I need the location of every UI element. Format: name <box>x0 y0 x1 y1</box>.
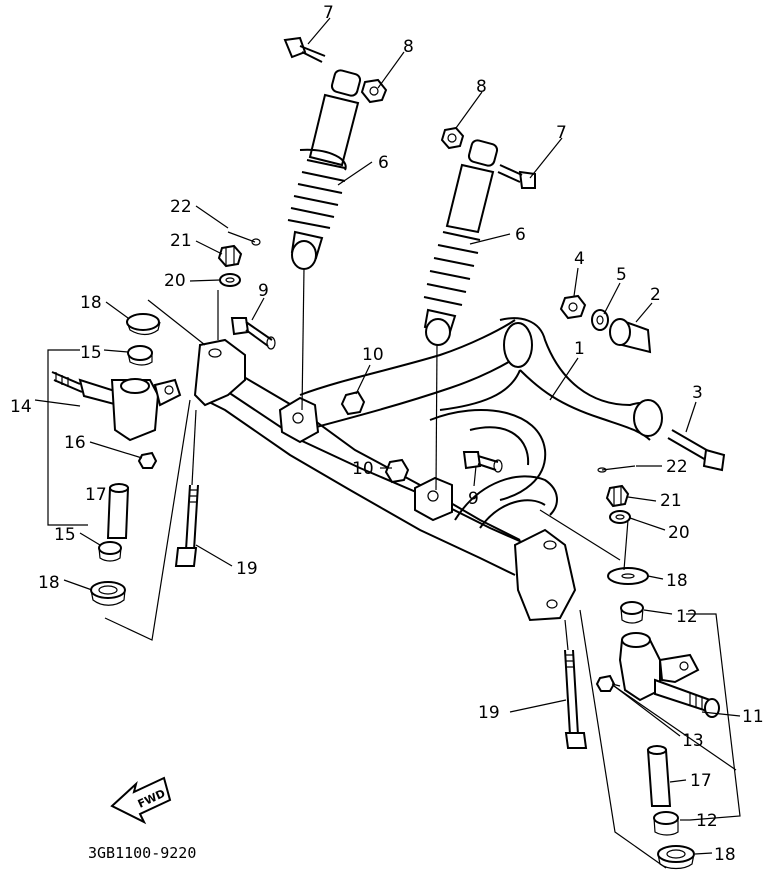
callout-12-upper: 12 <box>676 607 698 627</box>
callout-19-left: 19 <box>236 559 258 579</box>
callout-10-upper: 10 <box>362 345 384 365</box>
shock-absorber-left <box>287 69 362 270</box>
callout-22-left: 22 <box>170 197 192 217</box>
callout-13: 13 <box>682 731 704 751</box>
rubber-cap-18-upper-right <box>607 567 649 585</box>
collar-17-right <box>646 745 672 807</box>
callout-9-left: 9 <box>258 281 269 301</box>
bushing-15-upper-left <box>127 345 153 366</box>
callout-8-left: 8 <box>403 37 414 57</box>
callout-22-right: 22 <box>666 457 688 477</box>
callout-10-lower: 10 <box>352 459 374 479</box>
nut-8-left <box>360 78 388 104</box>
washer-20-left <box>219 273 241 287</box>
callout-21-right: 21 <box>660 491 682 511</box>
callout-11: 11 <box>742 707 764 727</box>
callout-7-left: 7 <box>323 3 334 23</box>
callout-8-right: 8 <box>476 77 487 97</box>
leader-lines <box>34 17 741 855</box>
nut-10-upper <box>340 390 366 416</box>
rubber-cap-18-upper-left <box>126 313 161 336</box>
rubber-cap-18-lower-left <box>90 581 126 606</box>
callout-16: 16 <box>64 433 86 453</box>
bolt-7-right <box>497 164 536 189</box>
bolt-7-left <box>283 36 326 63</box>
bushing-12-lower-right <box>653 811 679 836</box>
nut-4 <box>559 294 587 320</box>
callout-20-left: 20 <box>164 271 186 291</box>
callout-12-lower: 12 <box>696 811 718 831</box>
forward-arrow-icon: FWD <box>110 776 172 825</box>
callout-2: 2 <box>650 285 661 305</box>
callout-18-lower-left: 18 <box>38 573 60 593</box>
washer-5 <box>591 309 609 331</box>
callout-3: 3 <box>692 383 703 403</box>
knuckle-11-right <box>618 632 720 718</box>
callout-6-left: 6 <box>378 153 389 173</box>
grease-nipple-16-left <box>137 451 158 469</box>
shock-absorber-right <box>423 139 499 346</box>
callout-14: 14 <box>10 397 32 417</box>
callout-19-right: 19 <box>478 703 500 723</box>
cotter-pin-22-right <box>597 465 636 473</box>
cotter-pin-22-left <box>227 231 261 246</box>
washer-20-right <box>609 510 631 524</box>
callout-9-center: 9 <box>468 489 479 509</box>
callout-18-lower-right: 18 <box>714 845 736 865</box>
callout-7-right: 7 <box>556 123 567 143</box>
nut-10-lower <box>384 458 410 484</box>
collar-17-left <box>106 483 130 539</box>
callout-4: 4 <box>574 249 585 269</box>
part-code: 3GB1100-9220 <box>88 844 196 862</box>
callout-20-right: 20 <box>668 523 690 543</box>
bushing-2 <box>609 318 652 354</box>
bolt-3 <box>667 429 726 472</box>
callout-5: 5 <box>616 265 627 285</box>
bolt-9-left <box>230 317 276 350</box>
assembly-guide-lines <box>104 267 667 869</box>
pivot-bolt-19-right <box>564 649 588 749</box>
bushing-15-lower-left <box>98 541 122 562</box>
callout-15-lower-left: 15 <box>54 525 76 545</box>
callout-21-left: 21 <box>170 231 192 251</box>
castle-nut-21-left <box>217 244 243 268</box>
callout-15-upper-left: 15 <box>80 343 102 363</box>
nut-8-right <box>440 126 465 150</box>
callout-17-right: 17 <box>690 771 712 791</box>
castle-nut-21-right <box>605 484 630 508</box>
rubber-cap-18-lower-right <box>657 845 695 870</box>
callout-17-left: 17 <box>85 485 107 505</box>
swing-arm-frame <box>193 317 663 622</box>
grease-nipple-13-right <box>595 674 621 692</box>
pivot-bolt-19-left <box>174 484 199 567</box>
callout-6-right: 6 <box>515 225 526 245</box>
knuckle-14-left <box>51 371 182 442</box>
callout-1: 1 <box>574 339 585 359</box>
bolt-9-center <box>462 451 503 473</box>
callout-18-upper-left: 18 <box>80 293 102 313</box>
callout-18-upper-right: 18 <box>666 571 688 591</box>
callout-labels: 7 8 8 7 6 6 22 21 20 9 18 15 14 16 17 15… <box>10 3 764 865</box>
bushing-12-upper-right <box>620 601 644 624</box>
